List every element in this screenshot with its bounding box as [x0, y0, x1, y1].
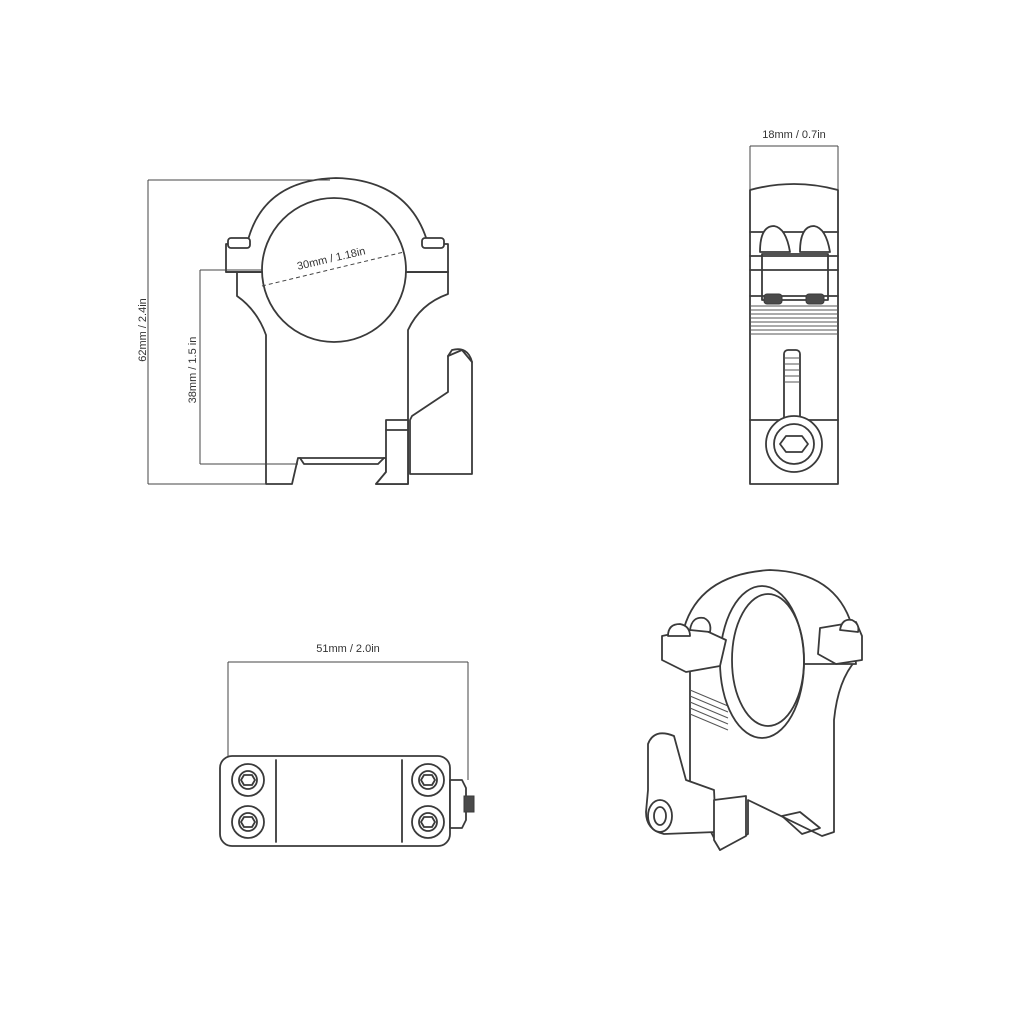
front-view-clamp-lever	[409, 348, 473, 475]
front-view-rail-slot	[299, 457, 385, 465]
dim-width-label: 18mm / 0.7in	[762, 129, 826, 141]
front-view-screw-left	[227, 237, 251, 249]
front-view-clamp-jaw	[375, 419, 409, 485]
top-view-screw-tr	[411, 763, 445, 797]
iso-screw-left-1	[667, 623, 691, 637]
top-view-lever	[449, 779, 467, 829]
dim-length-label: 51mm / 2.0in	[316, 643, 380, 655]
side-view-cap-block	[761, 253, 829, 301]
side-view-screw-head-left	[759, 225, 791, 253]
top-view-lever-screw	[463, 795, 475, 813]
top-view: 51mm / 2.0in	[219, 643, 475, 847]
front-view-tube-bore	[261, 197, 407, 343]
side-view-screw-head-right	[799, 225, 831, 253]
side-view-nut-right	[805, 293, 825, 305]
side-view-hex-socket	[779, 435, 809, 453]
front-view-screw-right	[421, 237, 445, 249]
front-view: 62mm / 2.4in 38mm / 1.5 in 30mm / 1.18in	[137, 177, 473, 485]
dim-ring-diameter-line	[261, 251, 405, 287]
iso-knurl	[689, 689, 729, 731]
side-view-knurl-band	[750, 305, 838, 335]
top-view-screw-br	[411, 805, 445, 839]
iso-rail-jaw	[713, 795, 747, 851]
side-view-nut-left	[763, 293, 783, 305]
side-view: 18mm / 0.7in	[749, 129, 839, 485]
iso-screw-left-2	[689, 616, 712, 633]
dim-height-center-label: 38mm / 1.5 in	[187, 337, 199, 404]
top-view-screw-tl	[231, 763, 265, 797]
isometric-view	[645, 569, 863, 851]
dim-height-total-label: 62mm / 2.4in	[137, 298, 149, 362]
iso-screw-right-1	[839, 618, 860, 633]
iso-lever-hub	[647, 799, 673, 833]
top-view-screw-bl	[231, 805, 265, 839]
